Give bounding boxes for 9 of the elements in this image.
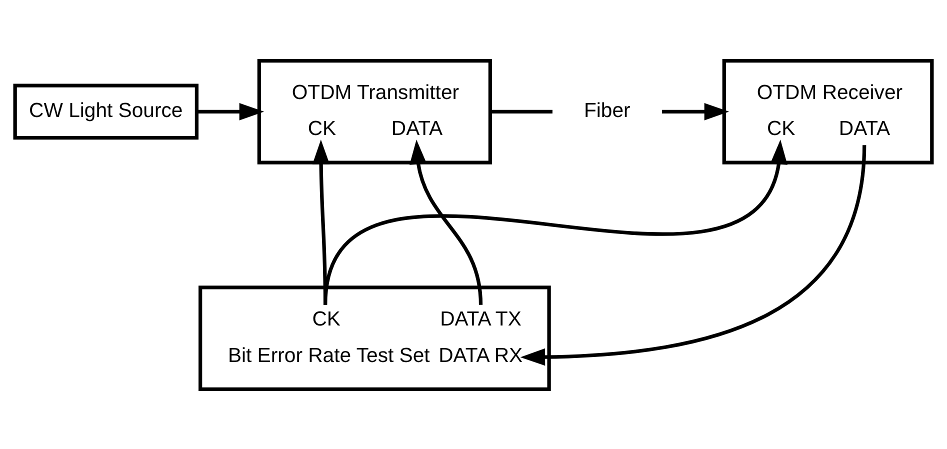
arrow [662,102,730,120]
arrow [410,139,483,305]
arrow [520,144,866,366]
arrow [196,102,264,120]
connector [490,109,552,113]
node-text: Fiber [584,100,630,122]
node-box: CK DATA TX Bit Error Rate Test Set DATA RX [198,285,551,390]
arrow [324,139,788,305]
node-box: CW Light Source [13,83,199,140]
